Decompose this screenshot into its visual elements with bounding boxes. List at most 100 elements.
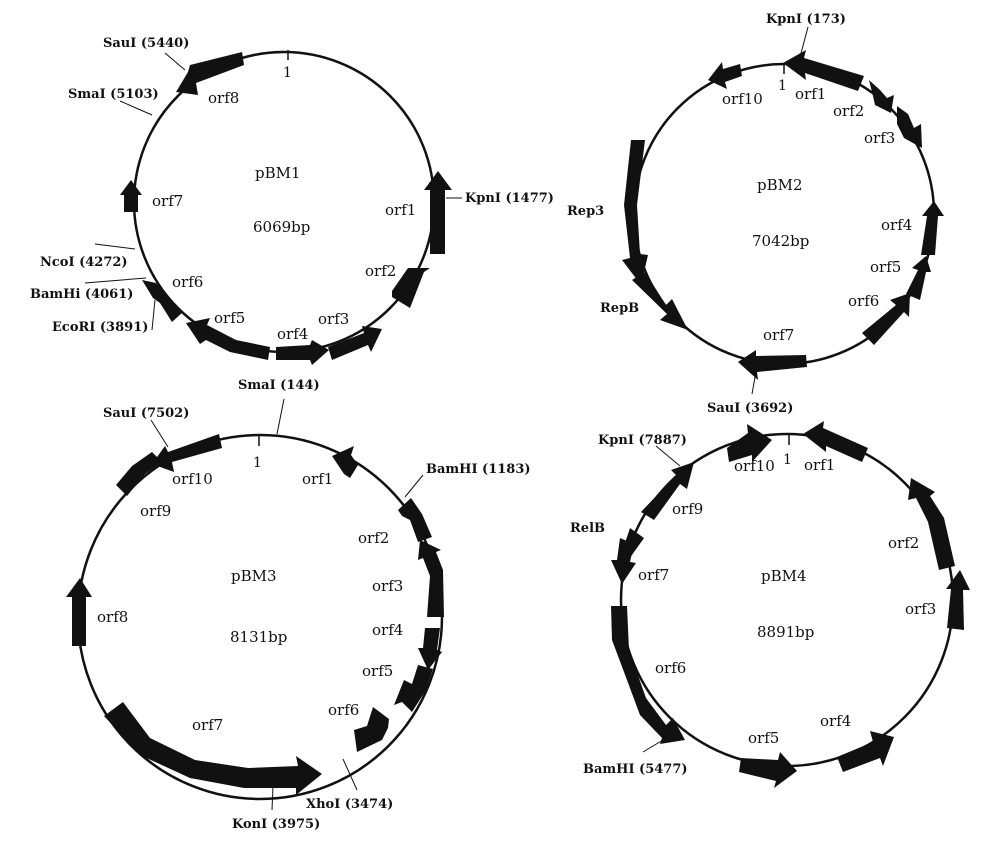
plasmid-name-pbm3: pBM3 — [231, 567, 277, 585]
gene-label-pbm2-rep3: Rep3 — [567, 204, 604, 219]
orf-label-pbm4-orf10: orf10 — [734, 457, 775, 475]
site-leader-pbm3-xhoi — [342, 758, 358, 791]
site-label-pbm1-kpni: KpnI (1477) — [465, 191, 554, 206]
orf1-arrow — [783, 50, 864, 91]
origin-label-pbm4: 1 — [783, 452, 792, 468]
orf-label-pbm4-orf5: orf5 — [748, 729, 779, 747]
orf5-arrow — [739, 752, 797, 788]
site-leader-pbm4-kpni — [655, 445, 681, 467]
orf1-arrow — [803, 421, 868, 462]
site-leader-pbm2-saui — [751, 365, 758, 395]
site-leader-pbm1-saui — [164, 52, 186, 71]
site-leader-pbm1-ncoi — [94, 243, 136, 250]
orf-label-pbm3-orf2: orf2 — [358, 529, 389, 547]
site-label-pbm1-ncoi: NcoI (4272) — [40, 255, 128, 270]
orf-label-pbm3-orf3: orf3 — [372, 577, 403, 595]
site-leader-pbm2-kpni — [799, 26, 809, 58]
orf-label-pbm3-orf7: orf7 — [192, 716, 223, 734]
origin-label-pbm2: 1 — [778, 78, 787, 94]
site-label-pbm2-saui: SauI (3692) — [707, 401, 793, 416]
orf-label-pbm1-orf6: orf6 — [172, 273, 203, 291]
orf-label-pbm3-orf9: orf9 — [140, 502, 171, 520]
orf2-arrow — [908, 478, 955, 570]
orf7-arrow — [104, 702, 322, 795]
orf2-arrow — [398, 498, 432, 542]
plasmid-name-pbm4: pBM4 — [761, 567, 807, 585]
plasmid-map-pbm4: 1 pBM4 8891bp orf10 orf1 orf2 orf3 orf4 … — [570, 421, 970, 788]
orf-label-pbm3-orf4: orf4 — [372, 621, 403, 639]
orf-label-pbm3-orf10: orf10 — [172, 470, 213, 488]
orf10-arrow — [152, 434, 222, 472]
orf-label-pbm1-orf7: orf7 — [152, 192, 183, 210]
orf10-arrow — [708, 62, 742, 89]
orf6-arrow — [862, 293, 910, 345]
orf-label-pbm1-orf1: orf1 — [385, 201, 416, 219]
orf6-arrow — [354, 707, 389, 752]
orf7-arrow — [120, 180, 142, 212]
orf3-arrow — [946, 570, 970, 630]
orf2-arrow — [869, 80, 894, 113]
orf-label-pbm2-orf1: orf1 — [795, 85, 826, 103]
site-leader-pbm3-koni — [271, 785, 274, 811]
orf5-arrow — [186, 318, 270, 360]
plasmid-size-pbm3: 8131bp — [230, 628, 287, 646]
site-label-pbm3-smai: SmaI (144) — [238, 378, 320, 393]
site-label-pbm4-kpni: KpnI (7887) — [598, 433, 687, 448]
orf-label-pbm4-orf9: orf9 — [672, 500, 703, 518]
plasmid-size-pbm1: 6069bp — [253, 218, 310, 236]
orf4-arrow — [921, 201, 944, 255]
orf-label-pbm3-orf6: orf6 — [328, 701, 359, 719]
site-leader-pbm3-smai — [276, 398, 285, 435]
gene-label-pbm2-repb: RepB — [600, 301, 639, 316]
site-leader-pbm1-bamhi — [84, 277, 147, 284]
orf-label-pbm1-orf8: orf8 — [208, 89, 239, 107]
site-leader-pbm3-bamhi — [404, 474, 424, 498]
relb-arrow — [620, 528, 644, 562]
gene-label-pbm4-relb: RelB — [570, 521, 605, 536]
site-label-pbm2-kpni: KpnI (173) — [766, 12, 846, 27]
orf4-arrow — [837, 731, 894, 772]
site-label-pbm1-smai: SmaI (5103) — [68, 87, 159, 102]
orf6-arrow — [142, 280, 183, 322]
orf9-arrow — [641, 462, 694, 520]
plasmid-map-pbm1: 1 pBM1 6069bp orf1 orf2 orf3 orf4 orf5 o… — [30, 36, 554, 365]
site-label-pbm4-bamhi: BamHI (5477) — [583, 762, 688, 777]
orf8-arrow — [176, 52, 244, 95]
orf-label-pbm2-orf6: orf6 — [848, 292, 879, 310]
orf-label-pbm1-orf2: orf2 — [365, 262, 396, 280]
plasmid-map-pbm3: 1 pBM3 8131bp orf10 orf9 orf8 orf7 orf6 … — [66, 378, 531, 832]
plasmid-name-pbm1: pBM1 — [255, 164, 301, 182]
orf6-arrow — [611, 606, 685, 744]
orf8-arrow — [66, 578, 92, 646]
site-label-pbm3-bamhi: BamHI (1183) — [426, 462, 531, 477]
rep3-arrow — [622, 140, 648, 285]
orf-label-pbm3-orf1: orf1 — [302, 470, 333, 488]
site-label-pbm1-saui: SauI (5440) — [103, 36, 189, 51]
orf3-arrow — [418, 540, 444, 617]
orf4-arrow — [418, 628, 442, 670]
orf-label-pbm4-orf7: orf7 — [638, 566, 669, 584]
orf4-arrow — [276, 340, 329, 365]
orf-label-pbm3-orf8: orf8 — [97, 608, 128, 626]
site-label-pbm1-bamhi: BamHi (4061) — [30, 287, 133, 302]
orf5-arrow — [394, 665, 433, 712]
orf-label-pbm3-orf5: orf5 — [362, 662, 393, 680]
orf-label-pbm2-orf2: orf2 — [833, 102, 864, 120]
repb-arrow — [632, 272, 688, 330]
orf-label-pbm2-orf10: orf10 — [722, 90, 763, 108]
site-label-pbm1-ecori: EcoRI (3891) — [52, 320, 148, 335]
orf-label-pbm1-orf4: orf4 — [277, 325, 308, 343]
plasmid-size-pbm2: 7042bp — [752, 232, 809, 250]
orf9-arrow — [116, 452, 162, 496]
orf-label-pbm4-orf3: orf3 — [905, 600, 936, 618]
orf1-arrow — [424, 171, 452, 254]
orf3-arrow — [897, 106, 922, 148]
orf-label-pbm4-orf4: orf4 — [820, 712, 851, 730]
origin-label-pbm3: 1 — [253, 455, 262, 471]
orf-label-pbm2-orf7: orf7 — [763, 326, 794, 344]
orf-label-pbm4-orf6: orf6 — [655, 659, 686, 677]
orf-label-pbm1-orf3: orf3 — [318, 310, 349, 328]
plasmid-map-pbm2: 1 pBM2 7042bp orf10 orf1 orf2 orf3 orf4 … — [567, 12, 944, 416]
orf-label-pbm2-orf5: orf5 — [870, 258, 901, 276]
